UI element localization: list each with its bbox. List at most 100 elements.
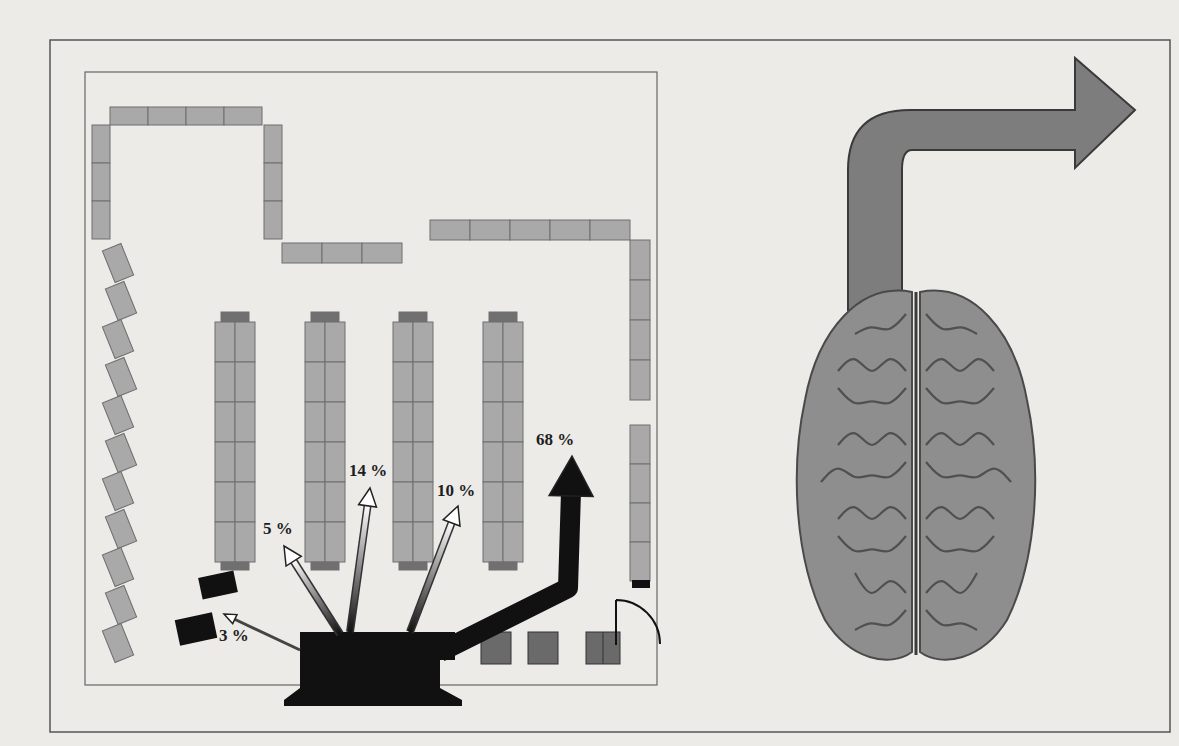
checkout-counter xyxy=(284,632,462,706)
shelf-unit xyxy=(413,362,433,402)
store-outline xyxy=(85,72,657,685)
shelf-unit xyxy=(305,482,325,522)
shelf-unit xyxy=(483,442,503,482)
arrow-head xyxy=(549,456,593,496)
shelf-unit xyxy=(430,220,470,240)
gyrus-line xyxy=(926,388,994,403)
gyrus-line xyxy=(838,433,906,445)
shelf-unit xyxy=(235,482,255,522)
arrow-shaft xyxy=(350,504,368,632)
shelf-unit xyxy=(483,522,503,562)
shelf-unit xyxy=(215,362,235,402)
shelf-unit xyxy=(590,220,630,240)
shelf-unit xyxy=(215,522,235,562)
shelf-unit xyxy=(630,240,650,280)
shelf-unit xyxy=(393,402,413,442)
shelf-unit xyxy=(393,362,413,402)
percent-label: 14 % xyxy=(348,462,388,480)
shelf-unit xyxy=(110,107,148,125)
shelf-unit xyxy=(489,312,517,322)
bin xyxy=(586,632,620,664)
gyrus-line xyxy=(926,507,994,519)
door xyxy=(616,600,660,645)
gyrus-line xyxy=(926,462,1011,482)
arrow-shaft-outline xyxy=(410,521,452,632)
shelf-unit xyxy=(413,522,433,562)
shelf-unit xyxy=(305,402,325,442)
shelf-unit xyxy=(215,402,235,442)
shelf-unit xyxy=(630,503,650,542)
shelf-unit xyxy=(264,201,282,239)
shelf-unit xyxy=(630,280,650,320)
shelf-unit xyxy=(393,482,413,522)
shelf-unit xyxy=(325,402,345,442)
shelf-unit xyxy=(483,402,503,442)
wall-shelf xyxy=(102,623,133,662)
shelf-unit xyxy=(503,402,523,442)
shelf-unit xyxy=(503,482,523,522)
shelf-unit xyxy=(470,220,510,240)
shelf-unit xyxy=(413,442,433,482)
shelf-unit xyxy=(221,312,249,322)
shelf-unit xyxy=(311,562,339,570)
shelf-unit xyxy=(215,322,235,362)
gyrus-line xyxy=(855,610,906,630)
shelf-unit xyxy=(305,442,325,482)
shelf-unit xyxy=(92,201,110,239)
wall-shelf xyxy=(105,509,136,548)
wall-shelf xyxy=(105,281,136,320)
arrow-head xyxy=(359,488,377,507)
right-hemisphere xyxy=(920,291,1035,660)
shelf-unit xyxy=(305,522,325,562)
wall-shelf xyxy=(102,319,133,358)
percent-label: 68 % xyxy=(535,431,575,449)
shelf-unit xyxy=(630,464,650,503)
gyri xyxy=(821,292,1011,655)
gyrus-line xyxy=(838,536,906,551)
checkout-small xyxy=(198,570,238,599)
gyrus-line xyxy=(838,388,906,403)
shelf-unit xyxy=(510,220,550,240)
shelf-unit xyxy=(305,322,325,362)
shelf-unit xyxy=(550,220,590,240)
gyrus-line xyxy=(926,433,994,445)
shelf-unit xyxy=(503,442,523,482)
shelf-unit xyxy=(393,442,413,482)
wall-shelf xyxy=(105,433,136,472)
arrow-head xyxy=(443,506,460,526)
shelf-unit xyxy=(483,362,503,402)
arrow-shaft xyxy=(293,559,340,634)
wall-shelf xyxy=(105,585,136,624)
gyrus-line xyxy=(855,573,906,593)
shelf-unit xyxy=(215,442,235,482)
shelf-unit xyxy=(503,322,523,362)
shelf-unit xyxy=(503,522,523,562)
wall-shelf xyxy=(102,471,133,510)
gyrus-line xyxy=(838,359,906,371)
shelf-unit xyxy=(393,322,413,362)
shelf-unit xyxy=(92,163,110,201)
shelf-unit xyxy=(362,243,402,263)
gyrus-line xyxy=(855,314,906,334)
big-arrow xyxy=(848,58,1135,310)
shelf-unit xyxy=(325,362,345,402)
shelf-unit xyxy=(264,125,282,163)
wall-shelf xyxy=(102,243,133,282)
shelf-unit xyxy=(483,322,503,362)
bin xyxy=(528,632,558,664)
shelf-unit xyxy=(399,562,427,570)
gyrus-line xyxy=(926,536,994,551)
gyrus-line xyxy=(926,573,977,593)
shelf-unit xyxy=(393,522,413,562)
arrow-head xyxy=(284,546,301,566)
shelf-unit xyxy=(235,322,255,362)
shelf-unit xyxy=(325,482,345,522)
brain xyxy=(797,58,1135,660)
gyrus-line xyxy=(926,610,977,630)
arrow-shaft-outline xyxy=(293,559,340,634)
shelf-unit xyxy=(413,322,433,362)
shelf-unit xyxy=(630,425,650,464)
shelf-unit xyxy=(305,362,325,402)
shelf-unit xyxy=(399,312,427,322)
